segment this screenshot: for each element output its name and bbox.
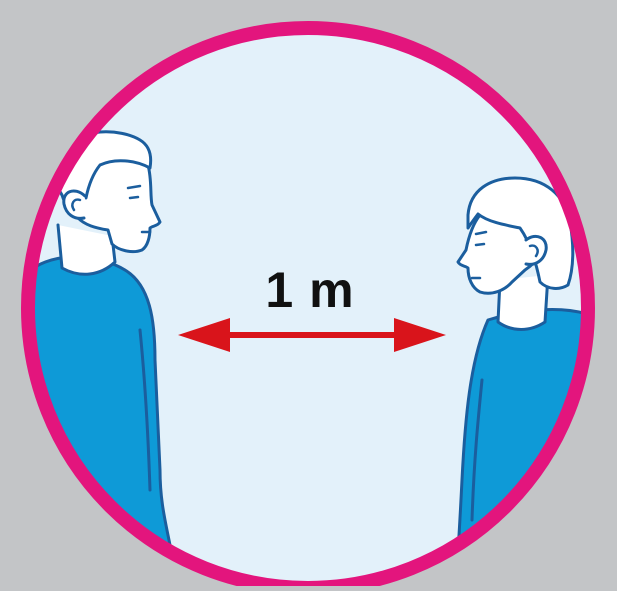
distance-label: 1 m (180, 262, 440, 318)
